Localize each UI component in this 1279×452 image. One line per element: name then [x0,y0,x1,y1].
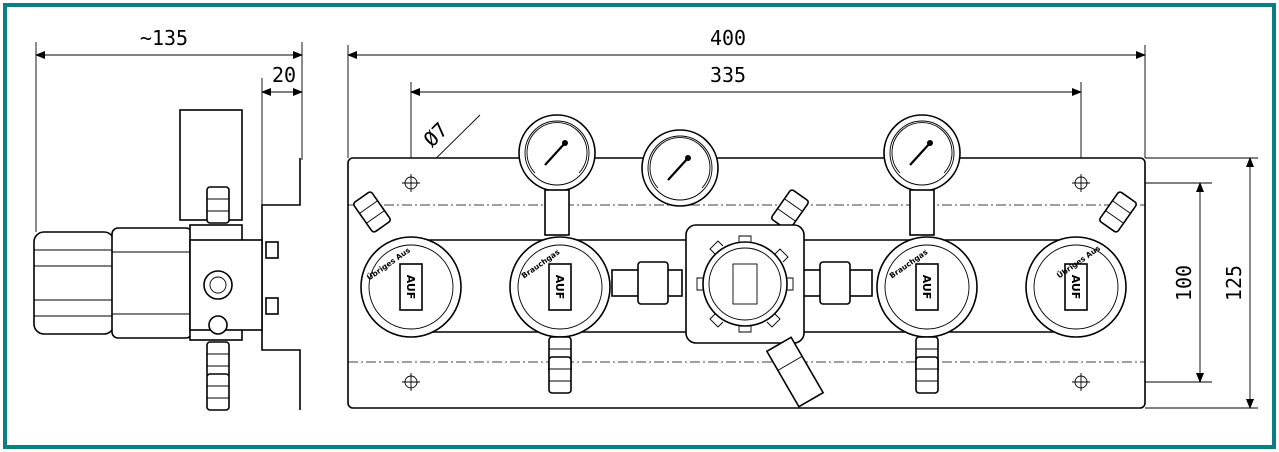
brand-logo: AUF [920,275,933,300]
brand-logo: AUF [404,275,417,300]
side-port [203,270,233,300]
side-view: ~135 20 [33,26,303,411]
brand-logo: AUF [553,275,566,300]
valve-inlet-right: AUF Übriges Aus [1025,236,1127,338]
dim-hole-diameter: Ø7 [419,118,453,152]
brand-logo: AUF [1069,275,1082,300]
valve-outlet-right: AUF Brauchgas [876,236,978,338]
drawing-border [3,3,1276,449]
dim-panel-width: 400 [710,26,746,50]
front-view: 400 335 Ø7 100 125 [347,26,1258,409]
valve-inlet-left: AUF Übriges Aus [360,236,462,338]
mounting-bracket [261,158,301,410]
dim-side-depth: ~135 [140,26,188,50]
central-regulator [696,235,794,333]
pressure-gauge [640,128,720,208]
dim-hole-spacing-y: 100 [1172,265,1196,301]
pressure-gauge [517,113,597,193]
dim-hole-spacing-x: 335 [710,63,746,87]
dim-panel-height: 125 [1222,265,1246,301]
dim-bracket-offset: 20 [272,63,296,87]
side-knob [33,231,115,335]
valve-outlet-left: AUF Brauchgas [509,236,611,338]
pressure-gauge [882,113,962,193]
